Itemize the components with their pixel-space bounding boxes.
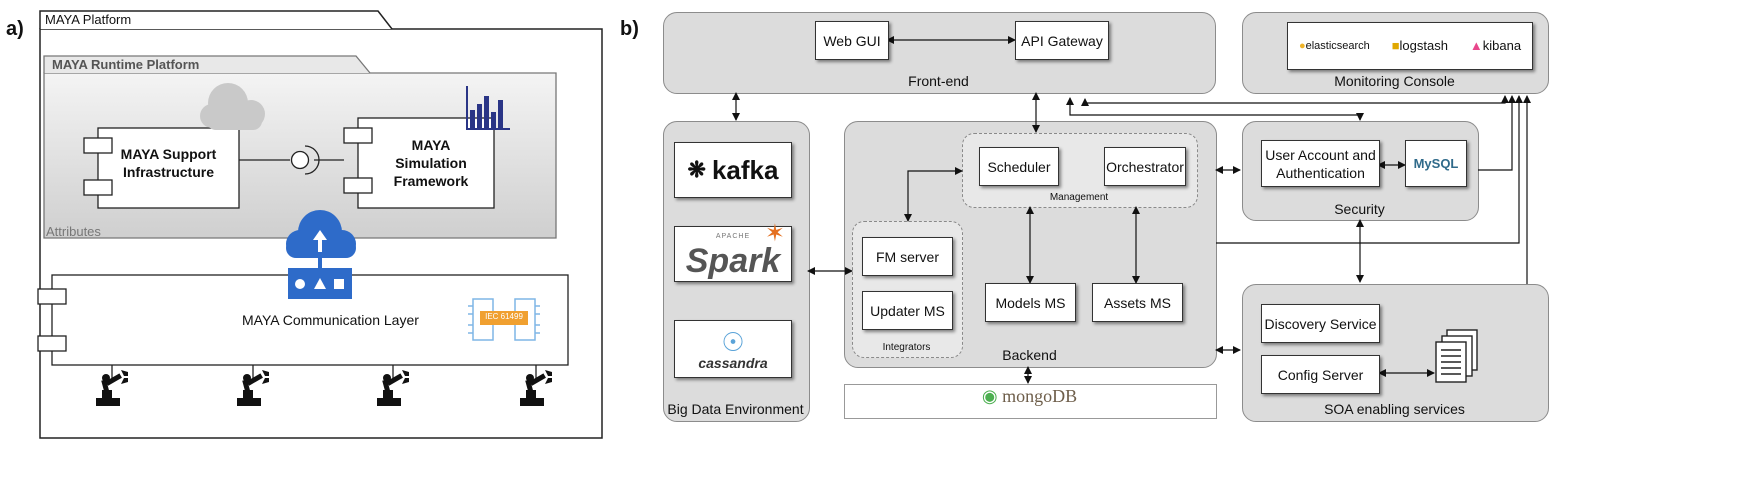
sim-line-3: Framework [393, 173, 469, 189]
assets-ms-box: Assets MS [1092, 283, 1183, 322]
scheduler-box: Scheduler [979, 147, 1059, 186]
kafka-icon: ❋ [687, 157, 706, 182]
backend-label: Backend [1002, 347, 1057, 363]
soa-label: SOA enabling services [1324, 401, 1465, 417]
simulation-framework-label: MAYA Simulation Framework [368, 136, 494, 190]
kibana-logo: ▲kibana [1470, 37, 1521, 55]
iec-badge-label: IEC 61499 [485, 312, 523, 321]
mysql-box: MySQL [1405, 140, 1467, 187]
integrators-label: Integrators [882, 342, 931, 353]
logstash-icon: ■ [1391, 38, 1400, 53]
runtime-tab-label: MAYA Runtime Platform [52, 57, 200, 72]
sim-line-1: MAYA [411, 137, 451, 153]
kibana-text: kibana [1482, 38, 1522, 53]
logstash-logo: ■logstash [1392, 37, 1448, 55]
cassandra-box: ☉ cassandra [674, 320, 792, 378]
spark-star-icon: ✶ [764, 220, 785, 247]
kafka-box: ❋ kafka [674, 142, 792, 198]
sim-line-2: Simulation [395, 155, 467, 171]
support-line-1: MAYA Support [120, 146, 217, 162]
mongodb-label: mongoDB [1002, 386, 1078, 406]
elasticsearch-icon: ● [1298, 40, 1306, 52]
attributes-label: Attributes [46, 224, 101, 239]
cassandra-label: cassandra [698, 355, 768, 371]
management-label: Management [1049, 192, 1109, 203]
elasticsearch-logo: ●elasticsearch [1299, 37, 1370, 55]
models-ms-box: Models MS [985, 283, 1076, 322]
kafka-label: kafka [711, 155, 779, 185]
user-account-box: User Account and Authentication [1261, 140, 1380, 187]
mongodb-bar [844, 384, 1217, 419]
monitoring-console-label: Monitoring Console [1334, 73, 1455, 89]
security-label: Security [1334, 201, 1385, 217]
support-line-2: Infrastructure [122, 164, 215, 180]
cassandra-eye-icon: ☉ [721, 327, 745, 357]
elasticsearch-text: elasticsearch [1305, 40, 1370, 52]
user-account-line-1: User Account and [1265, 146, 1376, 163]
spark-box: APACHE Spark ✶ [674, 220, 792, 282]
mysql-label: MySQL [1413, 155, 1459, 171]
orchestrator-box: Orchestrator [1104, 147, 1186, 186]
updater-ms-box: Updater MS [862, 291, 953, 330]
platform-tab-label: MAYA Platform [45, 12, 132, 27]
mongodb-leaf-icon: ◉ [981, 386, 998, 406]
monitoring-logos-box: ●elasticsearch ■logstash ▲kibana [1287, 22, 1533, 70]
communication-layer-label: MAYA Communication Layer [242, 312, 419, 328]
panel-b-letter: b) [620, 18, 639, 40]
web-gui-box: Web GUI [815, 21, 889, 60]
support-infrastructure-label: MAYA Support Infrastructure [98, 145, 239, 181]
fm-server-box: FM server [862, 237, 953, 276]
user-account-line-2: Authentication [1276, 164, 1365, 181]
frontend-label: Front-end [908, 73, 969, 89]
logstash-text: logstash [1399, 38, 1448, 53]
kibana-icon: ▲ [1469, 38, 1483, 53]
api-gateway-box: API Gateway [1015, 21, 1109, 60]
config-server-box: Config Server [1261, 355, 1380, 394]
big-data-label: Big Data Environment [667, 401, 804, 417]
panel-a-letter: a) [6, 18, 24, 40]
frontend-group [663, 12, 1216, 94]
mongodb-logo: ◉ mongoDB [844, 386, 1215, 407]
discovery-service-box: Discovery Service [1261, 304, 1380, 343]
spark-label: Spark [685, 242, 781, 280]
spark-apache-label: APACHE [715, 233, 751, 240]
